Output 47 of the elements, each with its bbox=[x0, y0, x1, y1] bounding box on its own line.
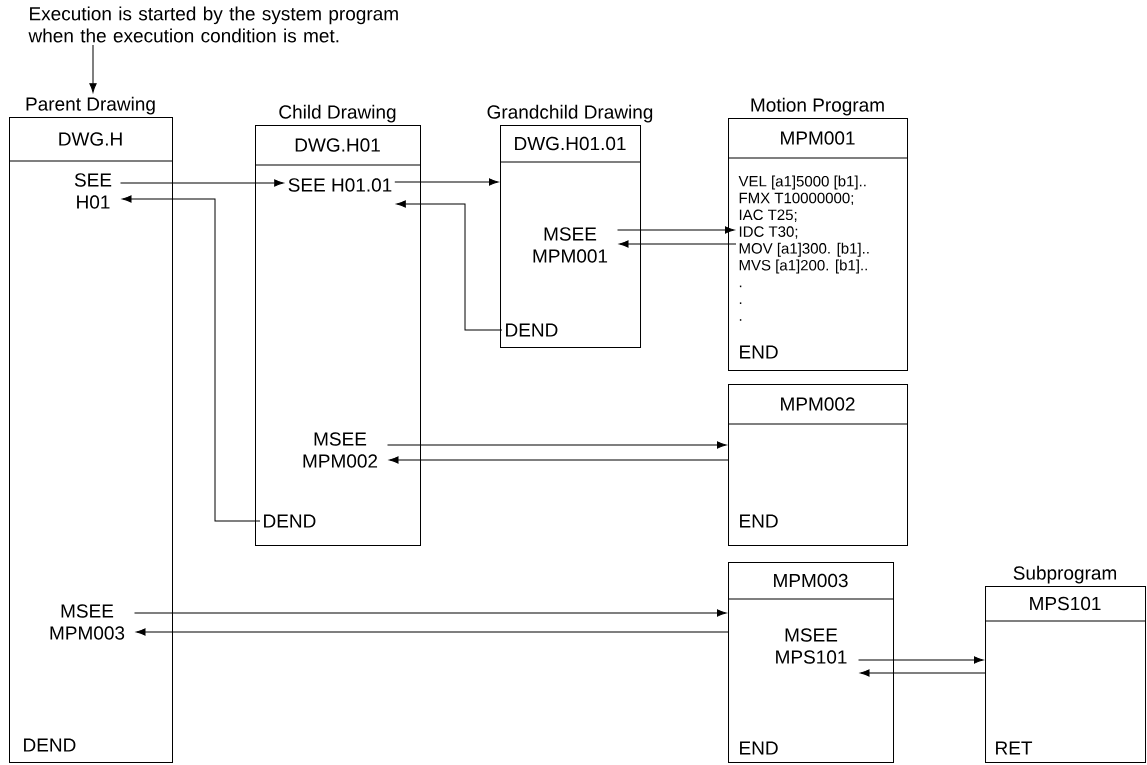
program-box bbox=[727, 97, 908, 371]
arrow bbox=[858, 656, 984, 664]
caption-text: Execution is started by the system program when the execution condition is met. bbox=[28, 6, 398, 43]
arrow bbox=[387, 441, 727, 449]
instruction-text: DEND bbox=[264, 514, 316, 528]
instruction-text: END bbox=[740, 741, 778, 755]
arrow bbox=[617, 226, 735, 234]
program-box bbox=[727, 384, 908, 546]
box-title: MPM001 bbox=[781, 131, 855, 145]
arrow bbox=[134, 609, 727, 617]
program-listing: VEL [a1]5000 [b1].. FMX T10000000; IAC T25; IDC T30; MOV [a1]300. [b1].. MVS [a1]200. [b1].. . . . bbox=[738, 175, 869, 321]
arrow bbox=[89, 44, 97, 93]
box-heading: Child Drawing bbox=[279, 104, 396, 123]
box-heading: Parent Drawing bbox=[26, 96, 155, 115]
program-box bbox=[8, 96, 173, 763]
box-title: MPM002 bbox=[781, 397, 855, 411]
arrow bbox=[120, 179, 284, 187]
instruction-text: MSEE MPM001 bbox=[533, 227, 608, 263]
box-title: DWG.H bbox=[59, 132, 122, 146]
box-title: MPS101 bbox=[1030, 596, 1101, 611]
arrow bbox=[389, 456, 729, 464]
instruction-text: END bbox=[740, 514, 778, 528]
box-heading: Motion Program bbox=[751, 97, 884, 116]
box-heading: Grandchild Drawing bbox=[487, 104, 653, 123]
program-box bbox=[727, 562, 894, 763]
instruction-text: DEND bbox=[506, 323, 558, 337]
box-heading: Subprogram bbox=[1013, 565, 1116, 584]
instruction-text: DEND bbox=[24, 738, 76, 752]
instruction-text: SEE H01.01 bbox=[288, 178, 392, 192]
arrow bbox=[122, 195, 261, 522]
arrow bbox=[396, 200, 503, 331]
arrow bbox=[619, 240, 737, 248]
instruction-text: RET bbox=[996, 741, 1033, 755]
box-title: MPM003 bbox=[774, 573, 848, 588]
box-title: DWG.H01.01 bbox=[515, 136, 626, 151]
instruction-text: END bbox=[740, 345, 778, 359]
instruction-text: MSEE MPM003 bbox=[50, 604, 125, 640]
instruction-text: MSEE MPS101 bbox=[776, 628, 847, 664]
instruction-text: MSEE MPM002 bbox=[303, 432, 378, 468]
program-box bbox=[254, 104, 421, 546]
box-title: DWG.H01 bbox=[295, 138, 380, 152]
program-box bbox=[984, 565, 1146, 763]
program-box bbox=[487, 104, 653, 348]
instruction-text: SEE H01 bbox=[74, 173, 112, 209]
arrow bbox=[860, 669, 986, 677]
arrow bbox=[394, 178, 499, 186]
arrow bbox=[136, 628, 729, 636]
